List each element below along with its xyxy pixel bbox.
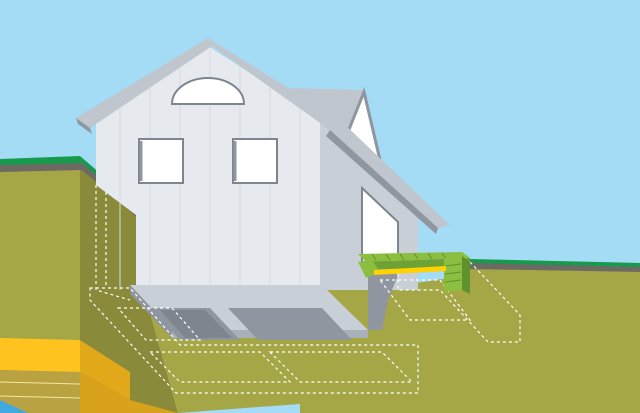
drain-pipe-vertical-side <box>462 256 470 294</box>
front-window-right <box>233 139 277 183</box>
front-window-left <box>139 139 183 183</box>
sand-layer-front <box>0 338 80 372</box>
